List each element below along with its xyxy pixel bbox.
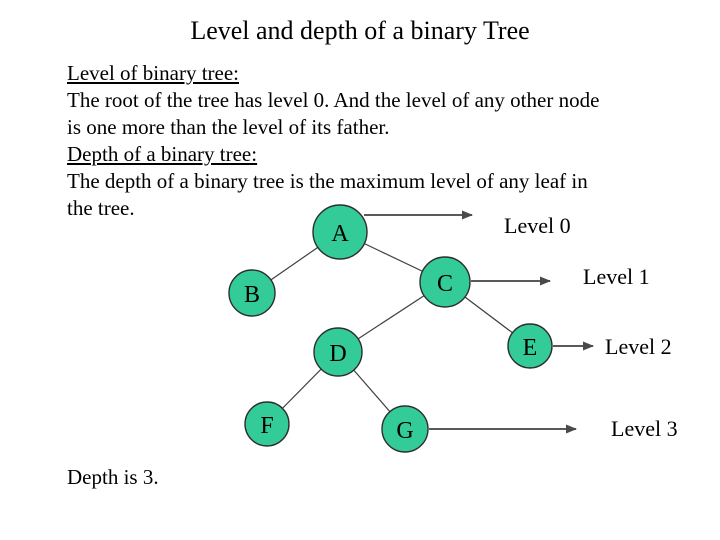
depth-note: Depth is 3. <box>67 465 159 489</box>
node-c-label: C <box>437 271 453 297</box>
node-g-label: G <box>396 418 413 444</box>
tree-node-d <box>313 327 363 377</box>
tree-node-a <box>312 204 368 260</box>
level-2-label: Level 2 <box>605 334 672 359</box>
depth-definition-line-1: The depth of a binary tree is the maximu… <box>67 169 588 193</box>
level-definition-line-2: is one more than the level of its father… <box>67 115 390 139</box>
level-1-label: Level 1 <box>583 264 650 289</box>
level-definition-line-1: The root of the tree has level 0. And th… <box>67 88 600 112</box>
tree-node-b <box>228 269 276 317</box>
level-0-label: Level 0 <box>504 213 571 238</box>
node-b-label: B <box>244 282 260 308</box>
depth-definition-heading: Depth of a binary tree: <box>67 142 258 166</box>
level-3-label: Level 3 <box>611 416 678 441</box>
tree-node-c <box>419 256 471 308</box>
slide-title: Level and depth of a binary Tree <box>190 16 530 45</box>
level-definition-heading: Level of binary tree: <box>67 61 239 85</box>
definition-text-block: Level of binary tree: The root of the tr… <box>67 60 687 222</box>
node-a-label: A <box>331 221 349 247</box>
tree-node-g <box>381 405 429 453</box>
tree-node-e <box>507 323 553 369</box>
node-e-label: E <box>523 335 538 361</box>
node-f-label: F <box>260 413 273 439</box>
depth-definition-line-2: the tree. <box>67 196 135 220</box>
node-d-label: D <box>329 341 346 367</box>
tree-node-f <box>244 401 290 447</box>
